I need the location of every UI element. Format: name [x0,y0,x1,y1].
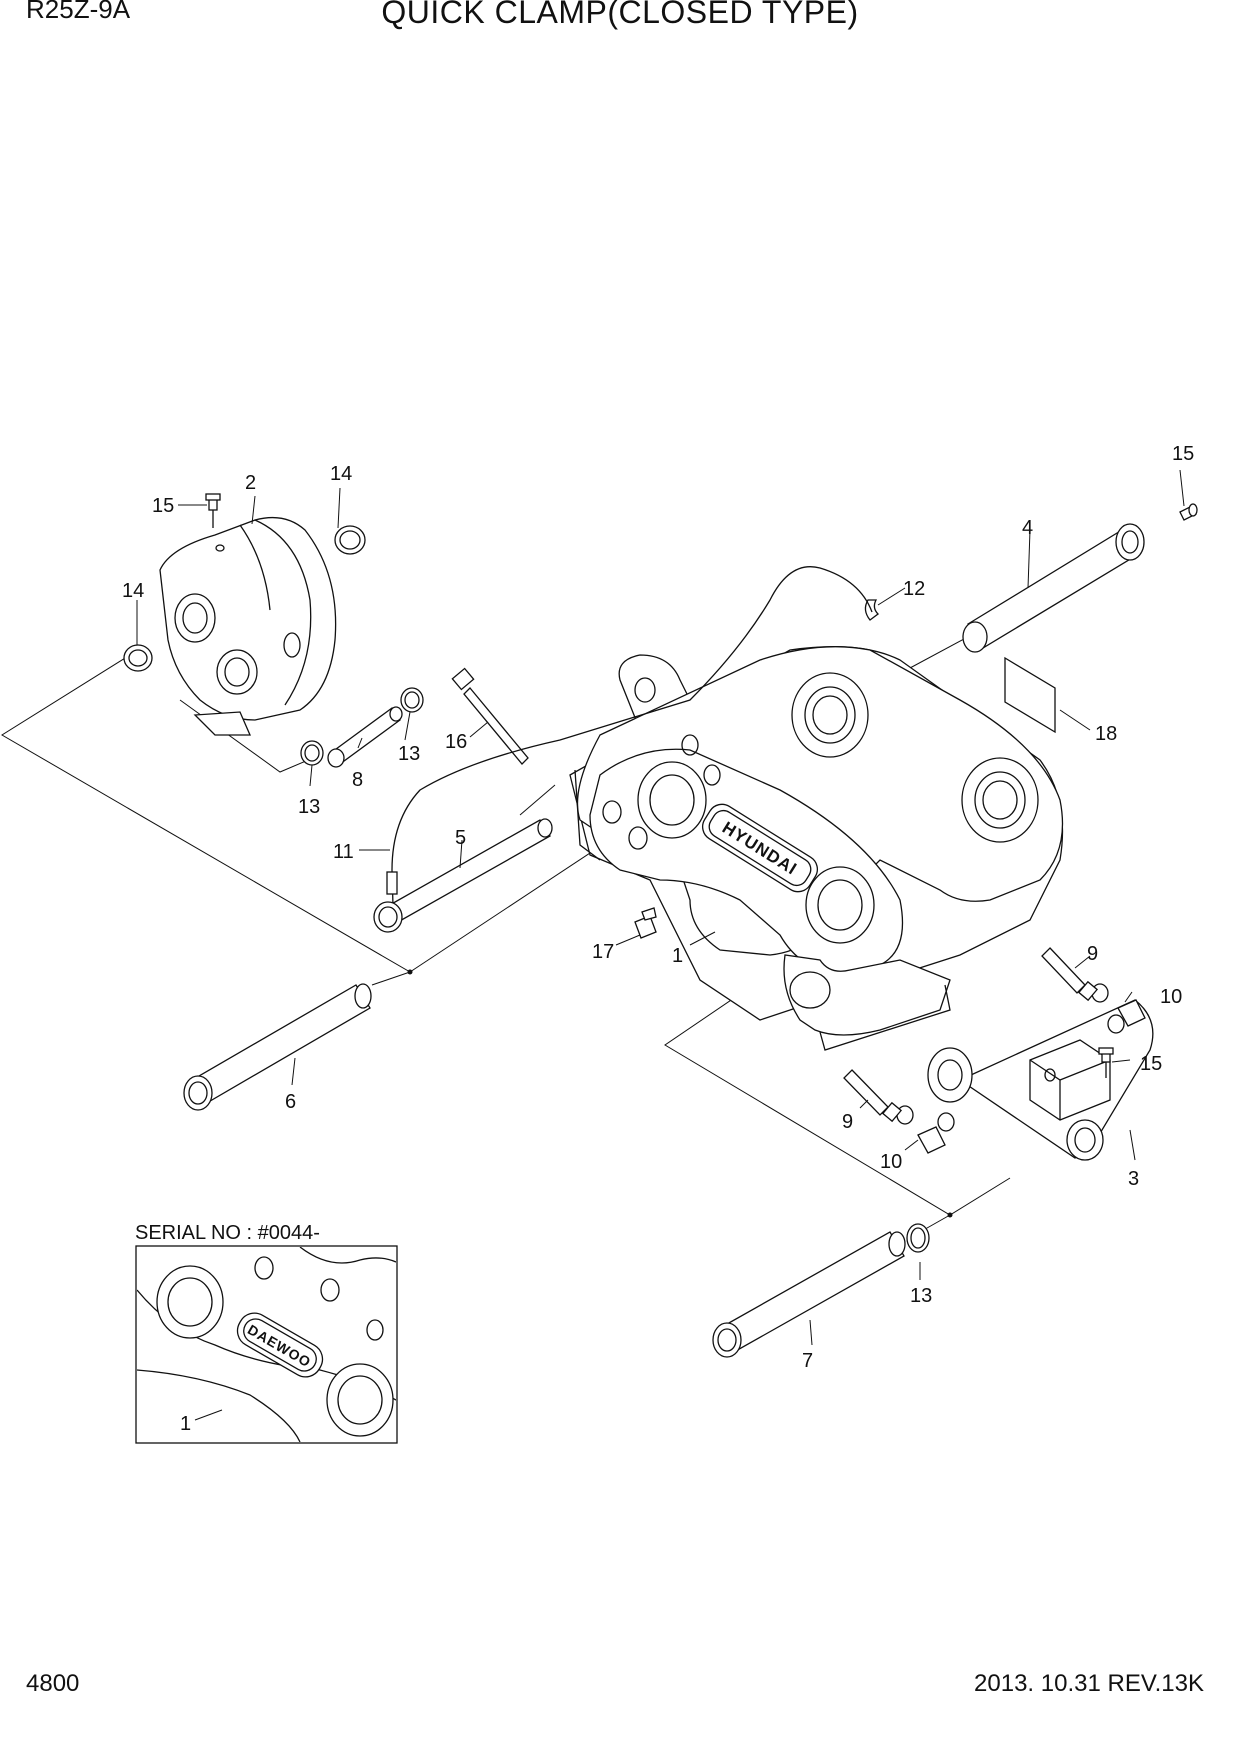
part-15-grease-fitting-a [205,493,221,528]
callout-13-c: 13 [910,1285,932,1307]
part-8-small-pin [327,706,403,768]
part-6-pin [183,983,372,1111]
page-number: 4800 [26,1670,80,1697]
callout-12: 12 [903,578,925,600]
part-16-long-bolt [451,667,529,765]
callout-15-c: 15 [1140,1053,1162,1075]
part-10-elbow-a [1107,999,1146,1034]
callout-13-b: 13 [298,796,320,818]
assembly-guide-lines [1,624,1011,1233]
part-15-grease-fitting-b [1179,503,1198,521]
callout-3: 3 [1128,1168,1139,1190]
callout-17: 17 [592,941,614,963]
callout-9-a: 9 [1087,943,1098,965]
part-18-label [1004,656,1056,734]
part-17-fitting [634,907,657,939]
model-code: R25Z-9A [26,0,131,24]
part-9-hose-a [1041,947,1109,1003]
page-title: QUICK CLAMP(CLOSED TYPE) [381,0,859,30]
callout-2: 2 [245,472,256,494]
part-9-hose-b [843,1069,914,1125]
callout-18: 18 [1095,723,1117,745]
part-15-grease-fitting-c [1098,1047,1114,1078]
part-7-pin [712,1231,906,1358]
callout-14-a: 14 [330,463,352,485]
part-4-pin [962,523,1145,653]
callout-10-a: 10 [1160,986,1182,1008]
part-11-cable [391,566,873,907]
serial-inset: SERIAL NO : #0044- DAEWOO 1 [135,1222,398,1444]
inset-frame [135,1245,398,1444]
part-3-cylinder [927,999,1154,1161]
part-2-bracket [159,516,337,736]
callout-6: 6 [285,1091,296,1113]
part-14-ring-a [334,525,366,555]
callout-labels: 15 2 14 14 13 8 13 16 11 5 12 4 15 18 17… [122,443,1194,1372]
callout-7: 7 [802,1350,813,1372]
inset-caption: SERIAL NO : #0044- [135,1222,320,1244]
callout-4: 4 [1022,517,1033,539]
callout-8: 8 [352,769,363,791]
callout-9-b: 9 [842,1111,853,1133]
part-14-ring-b [123,644,153,672]
leader-lines [136,469,1185,1346]
revision-date: 2013. 10.31 REV.13K [974,1670,1204,1697]
callout-11: 11 [333,841,354,863]
callout-5: 5 [455,827,466,849]
callout-13-a: 13 [398,743,420,765]
callout-16: 16 [445,731,467,753]
callout-14-b: 14 [122,580,144,602]
part-5-pin [373,818,553,933]
part-10-elbow-b [917,1112,955,1154]
callout-15-b: 15 [1172,443,1194,465]
part-1-main-body: HYUNDAI [569,646,1064,1051]
callout-10-b: 10 [880,1151,902,1173]
inset-callout-1: 1 [180,1413,191,1435]
callout-15-a: 15 [152,495,174,517]
callout-1: 1 [672,945,683,967]
